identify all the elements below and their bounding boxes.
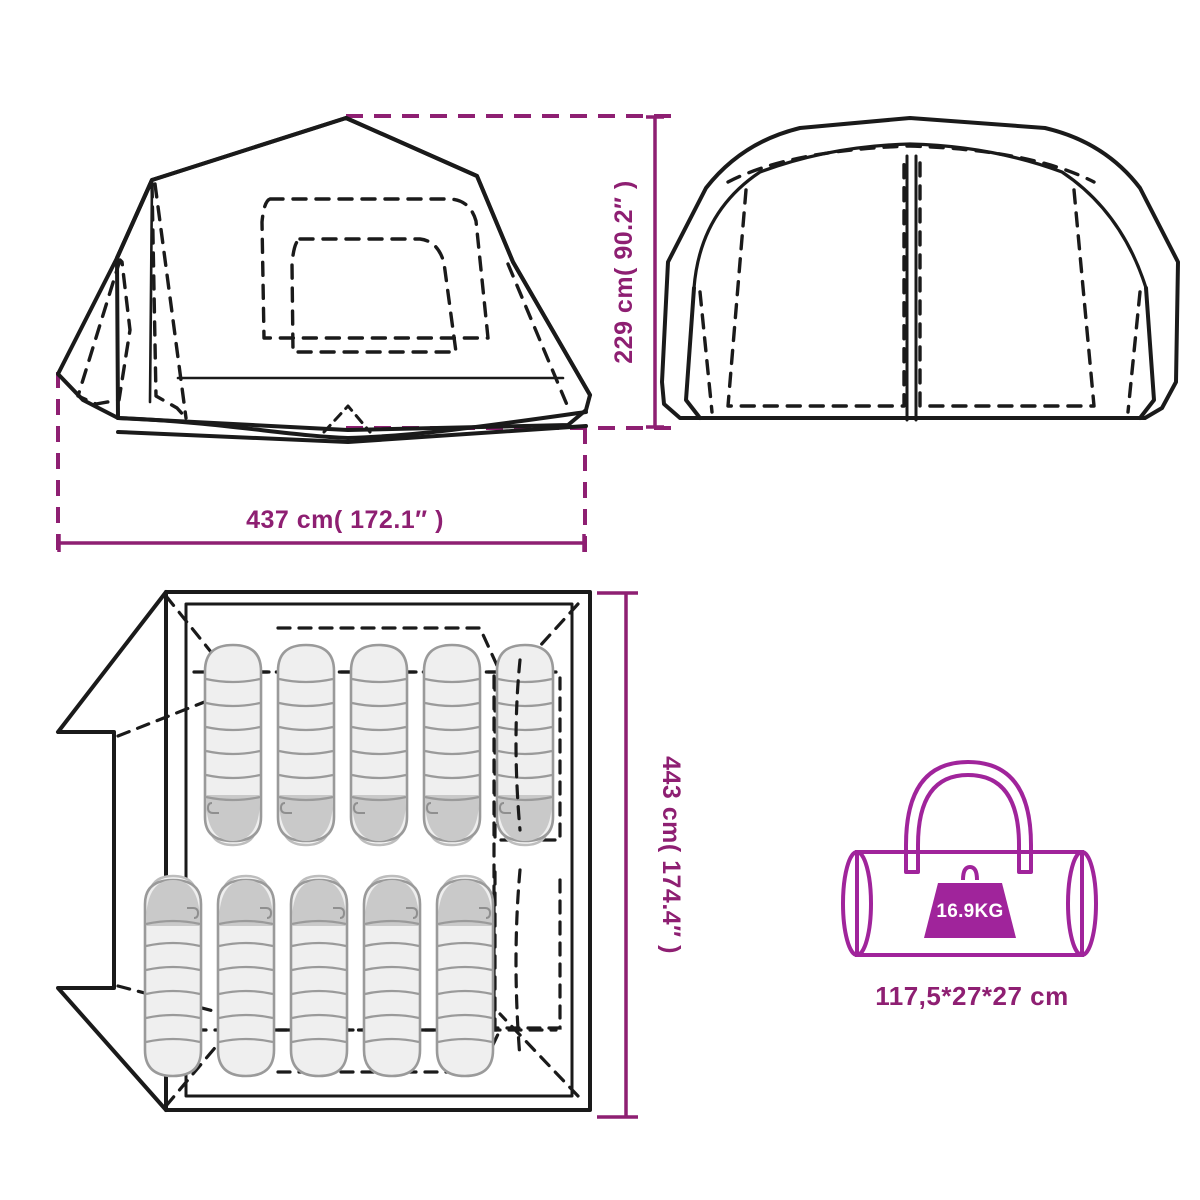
sleeping-bag (276, 643, 336, 847)
side-left-panel-dashed (726, 158, 906, 408)
floorplan-right-door-curve-lower (514, 868, 522, 1060)
carry-bag-illustration: 16.9KG 117,5*27*27 cm (841, 759, 1098, 1011)
carry-bag-end-left (841, 850, 873, 957)
carry-bag-end-right (1066, 850, 1098, 957)
front-bottom-hem (116, 410, 588, 440)
weight-icon-handle (961, 864, 979, 881)
carry-bag-size-label: 117,5*27*27 cm (875, 981, 1069, 1011)
weight-label: 16.9KG (936, 901, 1003, 922)
sleeping-bag (289, 874, 349, 1078)
floorplan-dashed-corner-br (498, 1012, 580, 1098)
front-inner-frame-left (153, 182, 188, 420)
side-inner-arch (692, 142, 1148, 290)
sleeping-bag-row-top (203, 643, 555, 847)
height-dimension-label: 229 cm( 90.2″ ) (610, 180, 638, 363)
side-left-corner-dashed (698, 290, 714, 414)
sleeping-bag (143, 874, 203, 1078)
sleeping-bag (203, 643, 263, 847)
sleeping-bag (495, 643, 555, 847)
sleeping-bag (216, 874, 276, 1078)
sleeping-bag-grid (143, 643, 555, 1078)
height-dimension-group: 229 cm( 90.2″ ) (346, 114, 672, 430)
depth-dimension-label: 443 cm( 174.4″ ) (657, 756, 685, 954)
tent-front-view (56, 116, 592, 444)
front-inner-frame-right (506, 262, 572, 414)
front-door-left-outline (150, 182, 188, 420)
side-right-leg (1138, 286, 1156, 420)
front-base-center-peak (322, 404, 372, 434)
side-dashed-arch-band (726, 144, 1096, 184)
side-right-panel-dashed (918, 158, 1096, 408)
front-window-outer-outline (260, 197, 490, 340)
weight-icon (924, 883, 1016, 938)
floorplan-right-door-lower (493, 870, 562, 1030)
tent-side-view (660, 116, 1180, 422)
side-left-leg (684, 286, 702, 420)
front-left-fold-line (115, 178, 154, 420)
front-side-panel-dashed (76, 258, 132, 406)
floorplan-right-door-overlay (514, 658, 522, 1060)
width-dimension-label: 437 cm( 172.1″ ) (246, 506, 444, 534)
tent-floor-plan (56, 590, 592, 1112)
floorplan-vestibule-outline (56, 590, 168, 1112)
sleeping-bag (435, 874, 495, 1078)
depth-dimension-group: 443 cm( 174.4″ ) (597, 591, 685, 1119)
carry-bag-handle-inner (916, 772, 1021, 874)
front-roof-ridge-right (344, 116, 592, 397)
front-window-inner-outline (290, 237, 458, 354)
sleeping-bag (349, 643, 409, 847)
width-dimension-group: 437 cm( 172.1″ ) (56, 372, 587, 560)
sleeping-bag-row-bottom (143, 874, 495, 1078)
front-canopy-outline (56, 116, 592, 432)
carry-bag-handle-outer (904, 759, 1033, 874)
front-baseline (116, 424, 588, 444)
side-right-corner-dashed (1126, 290, 1142, 414)
floorplan-right-door-curve-upper (514, 658, 522, 832)
sleeping-bag (362, 874, 422, 1078)
sleeping-bag (422, 643, 482, 847)
floorplan-dashed-corner-tl (164, 594, 242, 690)
